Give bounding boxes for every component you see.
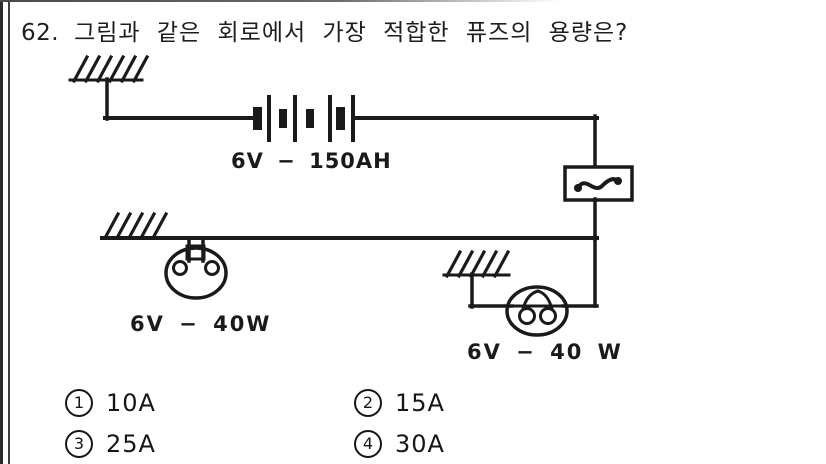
option-2-circled-number: 2 <box>354 389 382 417</box>
question-text: 그림과 같은 회로에서 가장 적합한 퓨즈의 용량은? <box>74 20 629 46</box>
question-line: 62. 그림과 같은 회로에서 가장 적합한 퓨즈의 용량은? <box>21 13 628 47</box>
scan-edge <box>0 0 3 464</box>
frame-vertical-line <box>8 0 10 464</box>
fuse-icon <box>563 165 634 202</box>
battery-icon <box>253 95 355 142</box>
lamp-icon <box>164 236 228 300</box>
option-1-label: 10A <box>106 389 156 417</box>
option-4-label: 30A <box>395 430 445 458</box>
option-4[interactable]: 4 30A <box>354 430 445 458</box>
option-2-label: 15A <box>395 389 445 417</box>
option-3-circled-number: 3 <box>65 430 93 458</box>
option-4-circled-number: 4 <box>354 430 382 458</box>
option-1[interactable]: 1 10A <box>65 389 156 417</box>
ground-icon <box>102 211 169 241</box>
option-3[interactable]: 3 25A <box>65 430 156 458</box>
ground-icon <box>68 54 150 121</box>
option-2[interactable]: 2 15A <box>354 389 445 417</box>
option-1-circled-number: 1 <box>65 389 93 417</box>
option-3-label: 25A <box>106 430 156 458</box>
frame-top-line <box>0 0 560 2</box>
lamp-left-label: 6V − 40W <box>130 312 272 336</box>
lamp-right-label: 6V − 40 W <box>467 340 623 364</box>
battery-label: 6V − 150AH <box>231 149 392 173</box>
ground-icon <box>442 249 511 309</box>
lamp-icon <box>468 285 599 337</box>
question-number: 62. <box>21 20 60 46</box>
